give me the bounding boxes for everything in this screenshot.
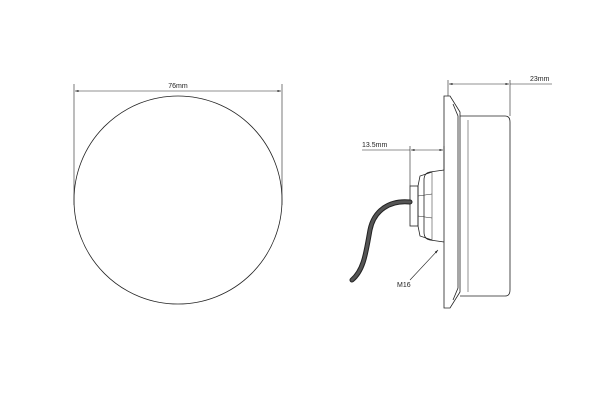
nut-edge-1 xyxy=(417,193,433,197)
inner-flange xyxy=(452,103,459,301)
thread-length-label: 13.5mm xyxy=(362,142,387,149)
nut-edge-2 xyxy=(417,215,433,219)
hex-nut xyxy=(417,171,433,241)
thread-size-label: M16 xyxy=(397,282,411,289)
lamp-face-circle xyxy=(73,95,283,305)
lamp-body xyxy=(460,115,511,297)
depth-label: 23mm xyxy=(530,76,550,83)
threaded-boss xyxy=(423,169,445,243)
front-view xyxy=(73,84,283,305)
side-view xyxy=(349,80,552,309)
cable-core xyxy=(350,200,412,282)
washer xyxy=(409,185,419,227)
outer-flange xyxy=(443,95,461,309)
diameter-label: 76mm xyxy=(168,83,188,90)
m16-leader xyxy=(409,249,439,281)
